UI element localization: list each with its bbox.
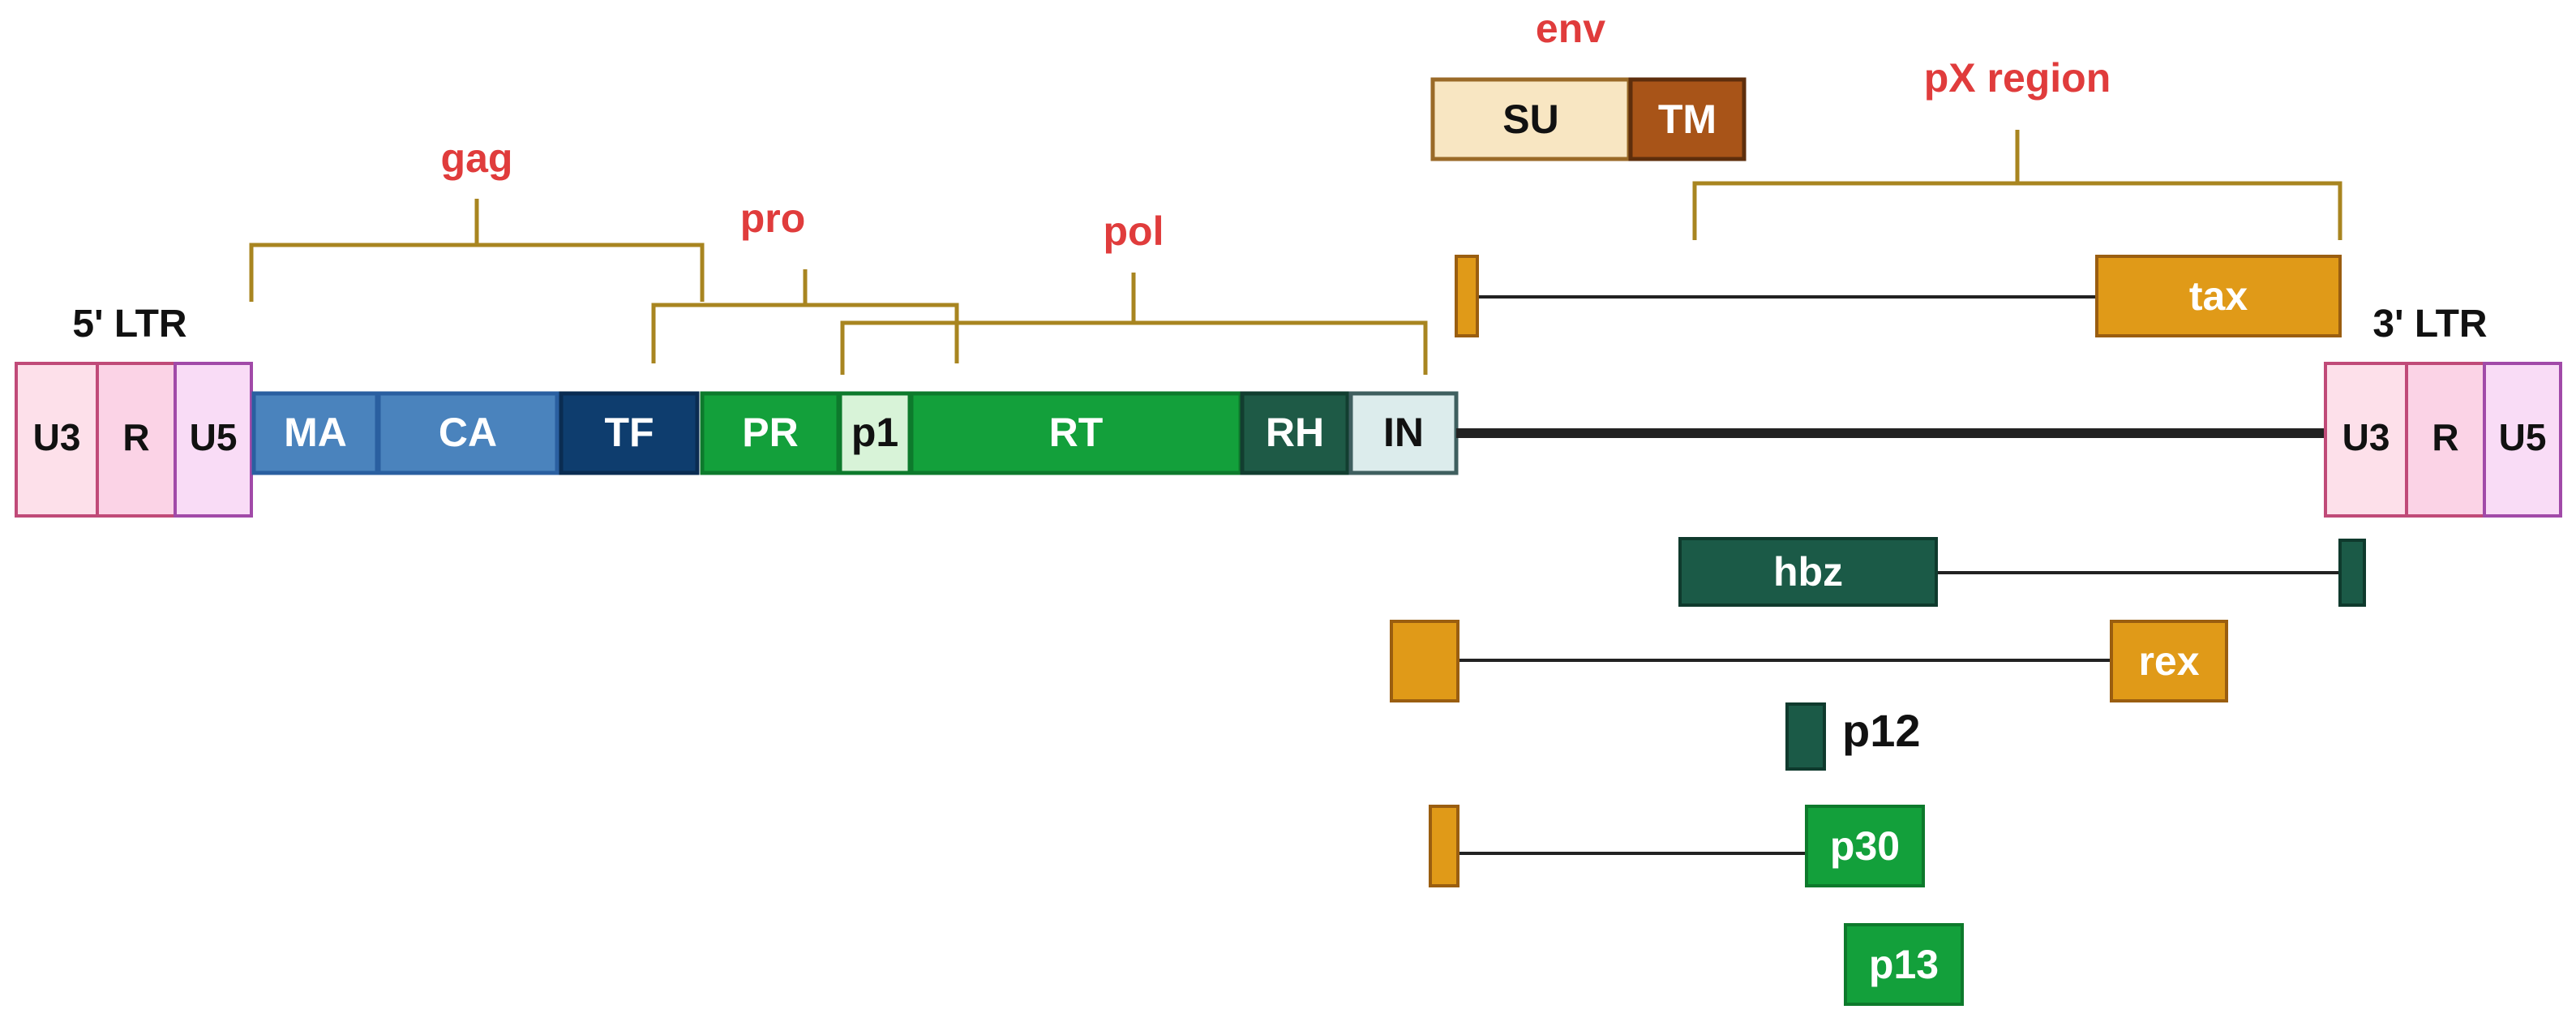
ltr3-u5-region <box>2483 362 2562 518</box>
p30-exon-2 <box>1805 805 1925 887</box>
hbz-exon-2 <box>2338 539 2366 607</box>
pro-bracket <box>651 269 959 363</box>
p30-transcript: p30 <box>1429 805 1925 887</box>
ltr5-u5-region <box>174 362 253 518</box>
env-su-label: SU <box>1502 97 1558 142</box>
pol-label: pol <box>1104 208 1164 254</box>
ltr3-u3-label: U3 <box>2342 416 2390 458</box>
p12-transcript: p12 <box>1785 702 1921 771</box>
px-region-bracket <box>1692 130 2342 240</box>
ltr3-title: 3' LTR <box>2372 303 2487 346</box>
domain-ma-label: MA <box>284 410 347 455</box>
ltr3-u3-region <box>2324 362 2408 518</box>
tax-label: tax <box>2189 273 2248 319</box>
rex-exon-1 <box>1390 620 1459 702</box>
domain-rh-label: RH <box>1266 410 1324 455</box>
domain-rt <box>909 391 1243 475</box>
ltr3-r-region <box>2405 362 2486 518</box>
domain-ca <box>376 391 559 475</box>
ltr3-r-label: R <box>2432 416 2458 458</box>
hbz-label: hbz <box>1773 549 1843 595</box>
env-label: env <box>1536 6 1605 51</box>
domain-in-label: IN <box>1383 410 1424 455</box>
env-domains: SU TM <box>1430 77 1747 161</box>
domain-pr-label: PR <box>742 410 798 455</box>
p12-label: p12 <box>1842 705 1921 756</box>
ltr5-r-region <box>96 362 177 518</box>
p30-exon-1 <box>1429 805 1459 887</box>
domain-ca-label: CA <box>439 410 497 455</box>
px-region-label: pX region <box>1924 55 2111 101</box>
domain-tf <box>559 391 700 475</box>
ltr5-u5-label: U5 <box>190 416 238 458</box>
ltr5-box: U3 R U5 <box>15 362 253 518</box>
domain-p1-label: p1 <box>851 410 898 455</box>
ltr5-u3-label: U3 <box>33 416 81 458</box>
brackets <box>249 130 2342 375</box>
env-tm-label: TM <box>1658 97 1717 142</box>
ltr3-box: U3 R U5 <box>2324 362 2562 518</box>
tax-exon-2 <box>2095 255 2342 337</box>
p30-label: p30 <box>1830 823 1900 869</box>
tax-exon-1 <box>1455 255 1479 337</box>
domain-rt-label: RT <box>1049 410 1104 455</box>
pol-bracket <box>840 273 1428 375</box>
genome-domains: MA CA TF PR p1 RT RH IN <box>251 391 1459 475</box>
hbz-transcript: hbz <box>1678 537 2366 607</box>
pro-label: pro <box>740 195 806 241</box>
genome-backbone-line <box>1456 428 2325 438</box>
ltr5-r-label: R <box>122 416 149 458</box>
rex-label: rex <box>2138 638 2199 684</box>
tax-transcript: tax <box>1455 255 2342 337</box>
ltr3-u5-label: U5 <box>2499 416 2547 458</box>
p12-exon <box>1785 702 1826 771</box>
domain-tf-label: TF <box>604 410 654 455</box>
domain-rh <box>1240 391 1350 475</box>
hbz-exon-1 <box>1678 537 1938 607</box>
gag-bracket <box>249 199 705 302</box>
rex-transcript: rex <box>1390 620 2228 702</box>
gag-label: gag <box>441 135 513 181</box>
p13-label: p13 <box>1869 942 1939 987</box>
rex-exon-2 <box>2110 620 2228 702</box>
env-tm <box>1628 77 1747 161</box>
p13-transcript: p13 <box>1844 923 1964 1006</box>
p13-exon <box>1844 923 1964 1006</box>
ltr5-title: 5' LTR <box>72 303 186 346</box>
domain-pr <box>700 391 841 475</box>
domain-p1 <box>838 391 912 475</box>
ltr5-u3-region <box>15 362 99 518</box>
